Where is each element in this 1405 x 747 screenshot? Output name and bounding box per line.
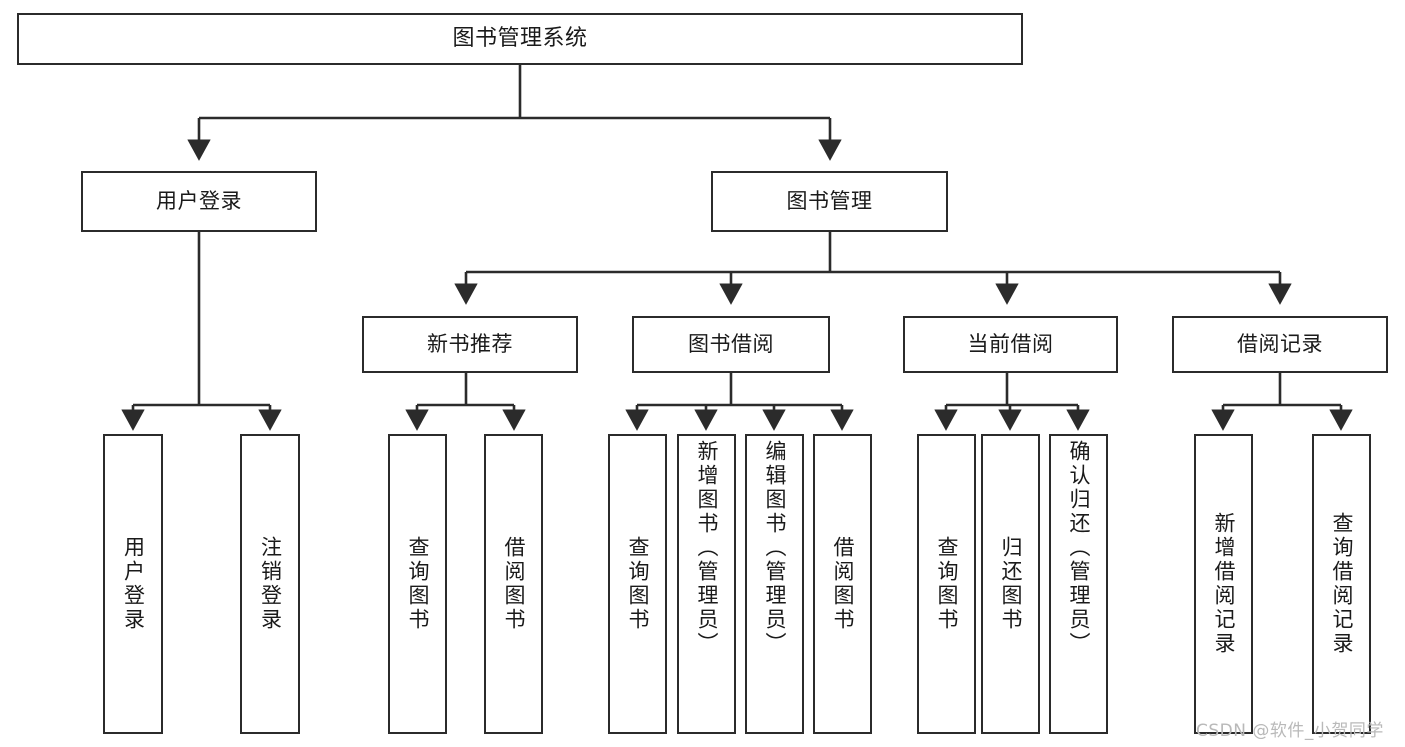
leaf-user-login-logout[interactable]: 注销登录 <box>240 434 300 734</box>
node-label: 借阅图书 <box>831 536 855 632</box>
node-label: 查询图书 <box>406 536 430 632</box>
node-label: 查询图书 <box>935 536 959 632</box>
leaf-book-borrow-borrow-book[interactable]: 借阅图书 <box>813 434 872 734</box>
node-label: 编辑图书（管理员） <box>763 440 787 656</box>
node-label: 借阅记录 <box>1237 332 1323 356</box>
node-label: 确认归还（管理员） <box>1067 440 1091 656</box>
node-label: 图书管理 <box>786 189 873 213</box>
node-label: 借阅图书 <box>502 536 526 632</box>
node-label: 当前借阅 <box>967 332 1054 356</box>
node-label: 查询图书 <box>626 536 650 632</box>
csdn-watermark: CSDN @软件_小贺同学 <box>1196 721 1384 741</box>
leaf-book-borrow-add-book-admin[interactable]: 新增图书（管理员） <box>677 434 736 734</box>
leaf-borrow-record-query-record[interactable]: 查询借阅记录 <box>1312 434 1371 734</box>
leaf-borrow-record-add-record[interactable]: 新增借阅记录 <box>1194 434 1253 734</box>
node-book-borrow[interactable]: 图书借阅 <box>632 316 830 373</box>
leaf-book-borrow-query-book[interactable]: 查询图书 <box>608 434 667 734</box>
leaf-current-borrow-query-book[interactable]: 查询图书 <box>917 434 976 734</box>
node-label: 新增图书（管理员） <box>695 440 719 656</box>
node-label: 归还图书 <box>999 536 1023 632</box>
leaf-user-login-login[interactable]: 用户登录 <box>103 434 163 734</box>
leaf-new-book-borrow-book[interactable]: 借阅图书 <box>484 434 543 734</box>
node-borrow-record[interactable]: 借阅记录 <box>1172 316 1388 373</box>
leaf-current-borrow-return-book[interactable]: 归还图书 <box>981 434 1040 734</box>
node-label: 新增借阅记录 <box>1212 512 1236 656</box>
node-root-book-management-system[interactable]: 图书管理系统 <box>17 13 1023 65</box>
node-current-borrow[interactable]: 当前借阅 <box>903 316 1118 373</box>
node-user-login[interactable]: 用户登录 <box>81 171 317 232</box>
leaf-current-borrow-confirm-return-admin[interactable]: 确认归还（管理员） <box>1049 434 1108 734</box>
node-book-management[interactable]: 图书管理 <box>711 171 948 232</box>
node-label: 图书管理系统 <box>452 26 588 51</box>
node-new-book-recommend[interactable]: 新书推荐 <box>362 316 578 373</box>
node-label: 查询借阅记录 <box>1330 512 1354 656</box>
node-label: 新书推荐 <box>427 332 513 356</box>
node-label: 注销登录 <box>258 536 283 632</box>
leaf-new-book-query-book[interactable]: 查询图书 <box>388 434 447 734</box>
node-label: 用户登录 <box>121 536 146 632</box>
leaf-book-borrow-edit-book-admin[interactable]: 编辑图书（管理员） <box>745 434 804 734</box>
node-label: 图书借阅 <box>688 332 774 356</box>
node-label: 用户登录 <box>156 189 242 213</box>
